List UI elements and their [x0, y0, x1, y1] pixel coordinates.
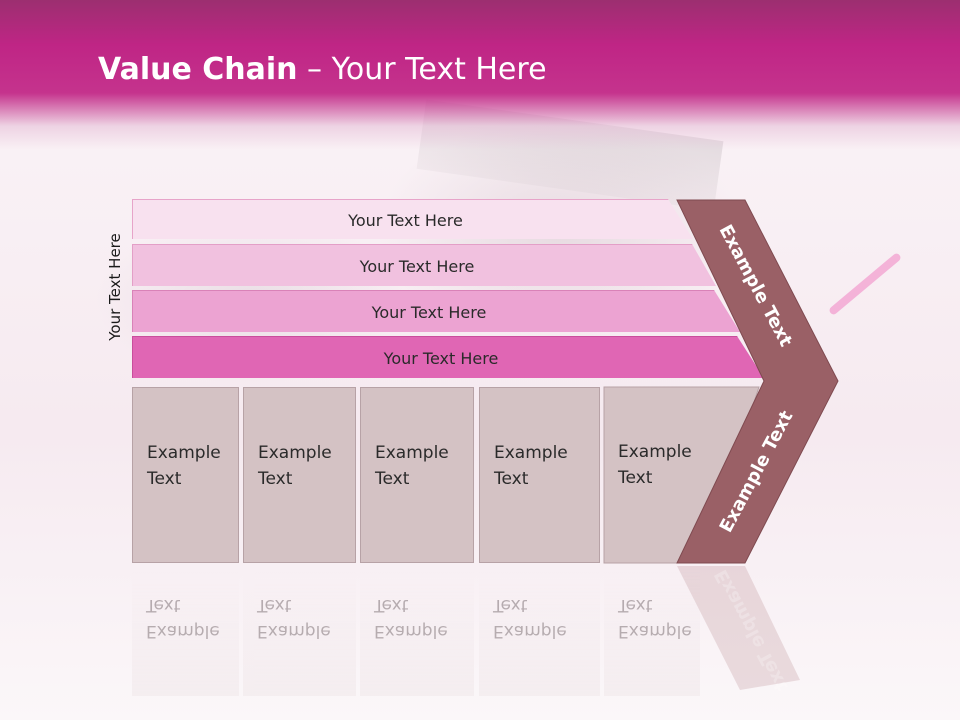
margin-arrow-reflection [677, 566, 800, 690]
support-row-1[interactable]: Your Text Here [132, 199, 693, 239]
header-band [0, 0, 960, 150]
column-text-line2: Text [258, 469, 293, 489]
column-text-line1: Example [375, 443, 449, 463]
primary-column-5[interactable]: Example Text [604, 387, 754, 563]
margin-arrow[interactable] [676, 199, 839, 564]
column-text-line1: Example [618, 442, 692, 462]
slide-title[interactable]: Value Chain – Your Text Here [98, 52, 547, 87]
row-label: Your Text Here [383, 348, 499, 368]
support-row-2[interactable]: Your Text Here [132, 244, 716, 286]
column-text-line2: Text [375, 469, 410, 489]
primary-column-2[interactable]: Example Text [243, 387, 356, 563]
column-text-line2: Text [147, 469, 182, 489]
primary-column-3[interactable]: Example Text [360, 387, 474, 563]
row-label: Your Text Here [371, 302, 487, 322]
column-text-line1: Example [147, 443, 221, 463]
column-text-line2: Text [494, 469, 529, 489]
column-text-line1: Example [494, 443, 568, 463]
row-label: Your Text Here [348, 210, 463, 230]
column-text-line2: Text [618, 468, 653, 488]
column-text-line1: Example [258, 443, 332, 463]
primary-column-1[interactable]: Example Text [132, 387, 239, 563]
support-row-3[interactable]: Your Text Here [132, 290, 740, 332]
primary-column-4[interactable]: Example Text [479, 387, 600, 563]
row-label: Your Text Here [359, 256, 475, 276]
title-bold: Value Chain [98, 52, 298, 87]
title-rest: – Your Text Here [297, 52, 547, 87]
support-row-4[interactable]: Your Text Here [132, 336, 764, 378]
